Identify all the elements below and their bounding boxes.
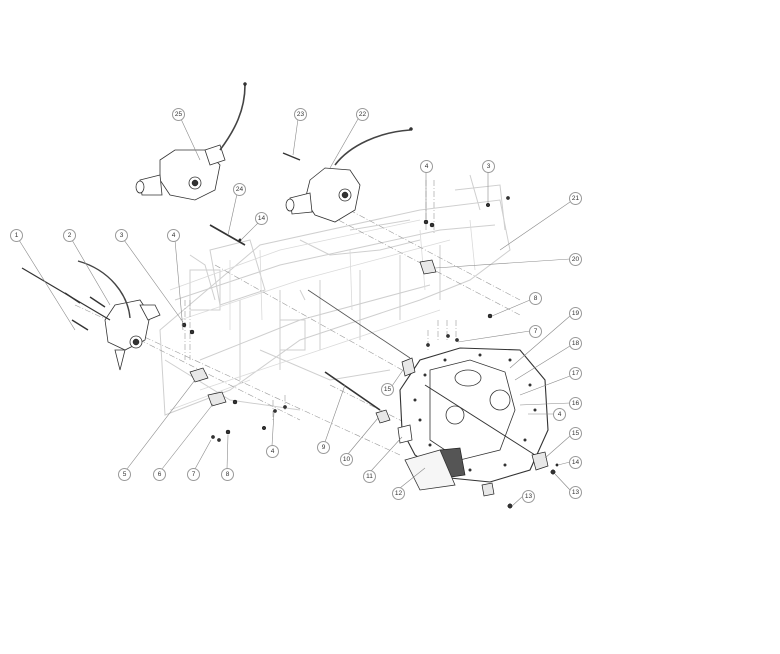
callout-18: 18 — [569, 337, 582, 350]
callout-15: 15 — [569, 427, 582, 440]
callout-16: 16 — [569, 397, 582, 410]
engine-assembly — [399, 347, 549, 491]
callout-7: 7 — [187, 468, 200, 481]
mount-bracket-20 — [419, 259, 437, 275]
bushing-10 — [375, 409, 391, 424]
callout-19: 19 — [569, 307, 582, 320]
rubber-mount-15-left — [401, 357, 416, 377]
callout-5: 5 — [118, 468, 131, 481]
callout-20: 20 — [569, 253, 582, 266]
callout-3: 3 — [482, 160, 495, 173]
callout-1: 1 — [10, 229, 23, 242]
callout-15: 15 — [381, 383, 394, 396]
rubber-mount-15-right — [531, 451, 549, 471]
callout-4: 4 — [266, 445, 279, 458]
callout-13: 13 — [569, 486, 582, 499]
through-bolt-24 — [209, 224, 246, 246]
bushing-13 — [481, 482, 495, 497]
rear-differential-25 — [135, 82, 247, 201]
mount-bracket-5 — [189, 367, 209, 383]
callout-4: 4 — [420, 160, 433, 173]
leader-lines — [18, 118, 571, 507]
callout-4: 4 — [553, 408, 566, 421]
callout-6: 6 — [153, 468, 166, 481]
callout-12: 12 — [392, 487, 405, 500]
bracket-11 — [397, 424, 413, 444]
callout-14: 14 — [255, 212, 268, 225]
through-bolt-9 — [324, 371, 381, 411]
callout-9: 9 — [317, 441, 330, 454]
callout-11: 11 — [363, 470, 376, 483]
callout-10: 10 — [340, 453, 353, 466]
callout-8: 8 — [221, 468, 234, 481]
callout-24: 24 — [233, 183, 246, 196]
mount-bracket-6 — [207, 391, 227, 407]
callout-13: 13 — [522, 490, 535, 503]
left-gearcase-1-2 — [21, 260, 161, 371]
front-differential-22 — [282, 127, 413, 223]
callout-23: 23 — [294, 108, 307, 121]
callout-21: 21 — [569, 192, 582, 205]
callout-25: 25 — [172, 108, 185, 121]
callout-4: 4 — [167, 229, 180, 242]
callout-14: 14 — [569, 456, 582, 469]
callout-2: 2 — [63, 229, 76, 242]
callout-7: 7 — [529, 325, 542, 338]
callout-8: 8 — [529, 292, 542, 305]
callout-17: 17 — [569, 367, 582, 380]
vehicle-frame — [159, 174, 511, 416]
callout-3: 3 — [115, 229, 128, 242]
callout-22: 22 — [356, 108, 369, 121]
